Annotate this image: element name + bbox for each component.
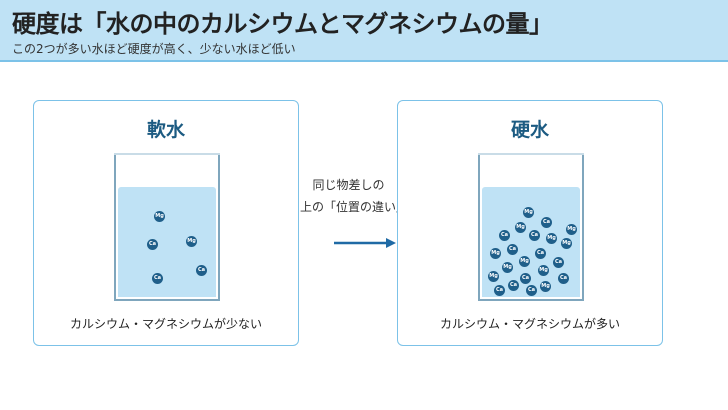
beaker-rim [114, 153, 220, 155]
ion-dot: Mg [523, 207, 534, 218]
ion-dot: Mg [515, 222, 526, 233]
header-bar: 硬度は「水の中のカルシウムとマグネシウムの量」 この2つが多い水ほど硬度が高く、… [0, 0, 728, 62]
ion-dot: Mg [546, 233, 557, 244]
ion-dot: Mg [538, 265, 549, 276]
ion-dot: Ca [535, 248, 546, 259]
ion-dot: Ca [507, 244, 518, 255]
ion-dot: Mg [186, 236, 197, 247]
comparison-label-line2: 上の「位置の違い」 [300, 200, 409, 214]
soft-water-caption: カルシウム・マグネシウムが少ない [69, 317, 262, 331]
ion-dot: Ca [529, 230, 540, 241]
ion-dot: Mg [490, 248, 501, 259]
ion-dot: Mg [154, 211, 165, 222]
ion-dot: Ca [508, 280, 519, 291]
page-title: 硬度は「水の中のカルシウムとマグネシウムの量」 [12, 10, 553, 38]
soft-water-panel: 軟水 Mg Ca Mg Ca Ca カルシウム・マグネシウムが少ない [33, 100, 299, 346]
beaker-rim [478, 153, 584, 155]
ion-dot: Ca [526, 285, 537, 296]
comparison-label-line1: 同じ物差しの [312, 178, 385, 192]
arrow-right-icon [334, 238, 396, 248]
ion-dot: Mg [561, 238, 572, 249]
hard-water-title: 硬水 [510, 119, 549, 141]
ion-dot: Ca [520, 273, 531, 284]
ion-dot: Ca [494, 285, 505, 296]
comparison-label: 同じ物差しの 上の「位置の違い」 [300, 174, 409, 218]
hard-water-liquid: Mg Ca Ca Mg Ca Mg Mg Ca Ca Mg Mg Ca Mg M… [482, 187, 580, 297]
ion-dot: Mg [566, 224, 577, 235]
hard-water-panel: 硬水 Mg Ca Ca Mg Ca Mg Mg Ca Ca Mg Mg Ca M… [397, 100, 663, 346]
page-subtitle: この2つが多い水ほど硬度が高く、少ない水ほど低い [12, 42, 296, 56]
ion-dot: Ca [541, 217, 552, 228]
hard-water-caption: カルシウム・マグネシウムが多い [439, 317, 620, 331]
ion-dot: Ca [196, 265, 207, 276]
ion-dot: Ca [553, 257, 564, 268]
ion-dot: Mg [502, 262, 513, 273]
ion-dot: Ca [558, 273, 569, 284]
soft-water-liquid: Mg Ca Mg Ca Ca [118, 187, 216, 297]
ion-dot: Mg [488, 271, 499, 282]
ion-dot: Mg [540, 281, 551, 292]
ion-dot: Ca [499, 230, 510, 241]
ion-dot: Ca [152, 273, 163, 284]
soft-water-beaker: Mg Ca Mg Ca Ca [114, 153, 220, 301]
ion-dot: Ca [147, 239, 158, 250]
soft-water-title: 軟水 [146, 119, 185, 141]
hard-water-beaker: Mg Ca Ca Mg Ca Mg Mg Ca Ca Mg Mg Ca Mg M… [478, 153, 584, 301]
ion-dot: Mg [519, 256, 530, 267]
